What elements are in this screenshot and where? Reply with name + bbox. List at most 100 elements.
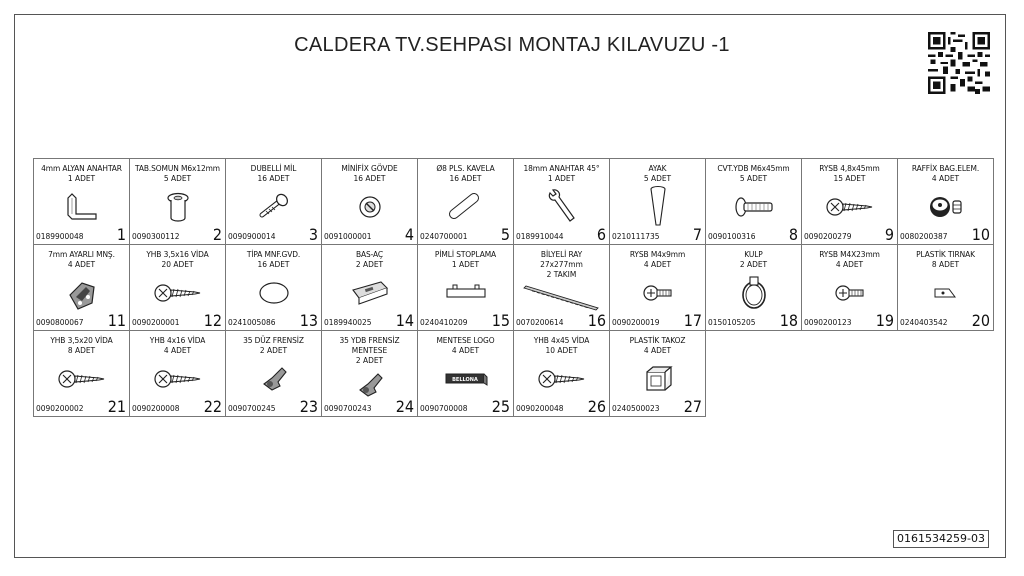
screw-icon: [34, 357, 129, 401]
page-title: CALDERA TV.SEHPASI MONTAJ KILAVUZU -1: [294, 34, 730, 56]
part-code: 0090200048: [516, 403, 564, 413]
part-quantity-2: 2 TAKIM: [546, 269, 577, 279]
part-code: 0189900048: [36, 231, 84, 241]
part-code: 0090200279: [804, 231, 852, 241]
part-quantity: 4 ADET: [835, 259, 864, 269]
push-open-icon: [322, 271, 417, 315]
part-quantity: 16 ADET: [257, 259, 290, 269]
part-code: 0080200387: [900, 231, 948, 241]
part-code: 0189940025: [324, 317, 372, 327]
part-name: PLASTİK TAKOZ: [629, 335, 686, 345]
clip-icon: [898, 271, 993, 315]
part-quantity: 4 ADET: [163, 345, 192, 355]
part-code: 0240700001: [420, 231, 468, 241]
part-number: 9: [884, 225, 894, 244]
part-quantity: 8 ADET: [931, 259, 960, 269]
screw-icon: [130, 357, 225, 401]
screw-icon: [802, 185, 897, 229]
part-name: RYSB M4x9mm: [629, 249, 686, 259]
part-quantity: 4 ADET: [67, 259, 96, 269]
part-number: 17: [683, 311, 702, 330]
leg-icon: [610, 185, 705, 229]
part-name: TAB.SOMUN M6x12mm: [135, 163, 220, 173]
part-number: 3: [308, 225, 318, 244]
part-quantity: 4 ADET: [451, 345, 480, 355]
part-quantity: 16 ADET: [353, 173, 386, 183]
part-code: 0090300112: [132, 231, 180, 241]
part-number: 26: [587, 397, 606, 416]
raffix-icon: [898, 185, 993, 229]
nut-icon: [130, 185, 225, 229]
block-icon: [610, 357, 705, 401]
part-code: 0189910044: [516, 231, 564, 241]
part-quantity: 4 ADET: [931, 173, 960, 183]
part-code: 0240403542: [900, 317, 948, 327]
part-code: 0090900014: [228, 231, 276, 241]
part-quantity: 5 ADET: [163, 173, 192, 183]
part-name: MENTESE LOGO: [436, 335, 495, 345]
minifix-icon: [322, 185, 417, 229]
part-name: 35 YDB FRENSİZ: [339, 335, 400, 345]
part-quantity: 10 ADET: [545, 345, 578, 355]
part-code: 0090700008: [420, 403, 468, 413]
cap-icon: [226, 271, 321, 315]
part-code: 0070200614: [516, 317, 564, 327]
part-code: 0241005086: [228, 317, 276, 327]
part-code: 0090700243: [324, 403, 372, 413]
part-number: 7: [692, 225, 702, 244]
part-number: 4: [404, 225, 414, 244]
stopper-icon: [418, 271, 513, 315]
part-number: 11: [107, 311, 126, 330]
part-name: PİMLİ STOPLAMA: [434, 249, 497, 259]
part-code: 0090200002: [36, 403, 84, 413]
part-name: CVT.YDB M6x45mm: [717, 163, 790, 173]
part-quantity-2: 2 ADET: [355, 355, 384, 365]
part-number: 24: [395, 397, 414, 416]
part-name: MİNİFİX GÖVDE: [341, 163, 398, 173]
part-name: RYSB 4,8x45mm: [819, 163, 880, 173]
part-quantity: MENTESE: [351, 345, 388, 355]
part-number: 10: [971, 225, 990, 244]
small-hinge-icon: [226, 357, 321, 401]
part-code: 0150105205: [708, 317, 756, 327]
part-name: RYSB M4X23mm: [819, 249, 880, 259]
part-number: 14: [395, 311, 414, 330]
part-code: 0090800067: [36, 317, 84, 327]
part-quantity: 1 ADET: [67, 173, 96, 183]
part-name: 4mm ALYAN ANAHTAR: [41, 163, 122, 173]
part-name: AYAK: [648, 163, 667, 173]
part-name: PLASTİK TIRNAK: [916, 249, 975, 259]
short-screw-icon: [610, 271, 705, 315]
part-code: 0210111735: [612, 231, 660, 241]
part-number: 5: [500, 225, 510, 244]
part-name: YHB 3,5x16 VİDA: [146, 249, 209, 259]
dowel-icon: [418, 185, 513, 229]
page-frame: [14, 14, 1006, 558]
part-name: 18mm ANAHTAR 45°: [523, 163, 600, 173]
part-quantity: 8 ADET: [67, 345, 96, 355]
part-code: 0090200001: [132, 317, 180, 327]
small-hinge-icon: [322, 363, 417, 407]
part-quantity: 2 ADET: [739, 259, 768, 269]
part-code: 0091000001: [324, 231, 372, 241]
part-quantity: 1 ADET: [547, 173, 576, 183]
part-quantity: 20 ADET: [161, 259, 194, 269]
part-number: 18: [779, 311, 798, 330]
part-quantity: 27x277mm: [540, 259, 583, 269]
part-code: 0240500023: [612, 403, 660, 413]
